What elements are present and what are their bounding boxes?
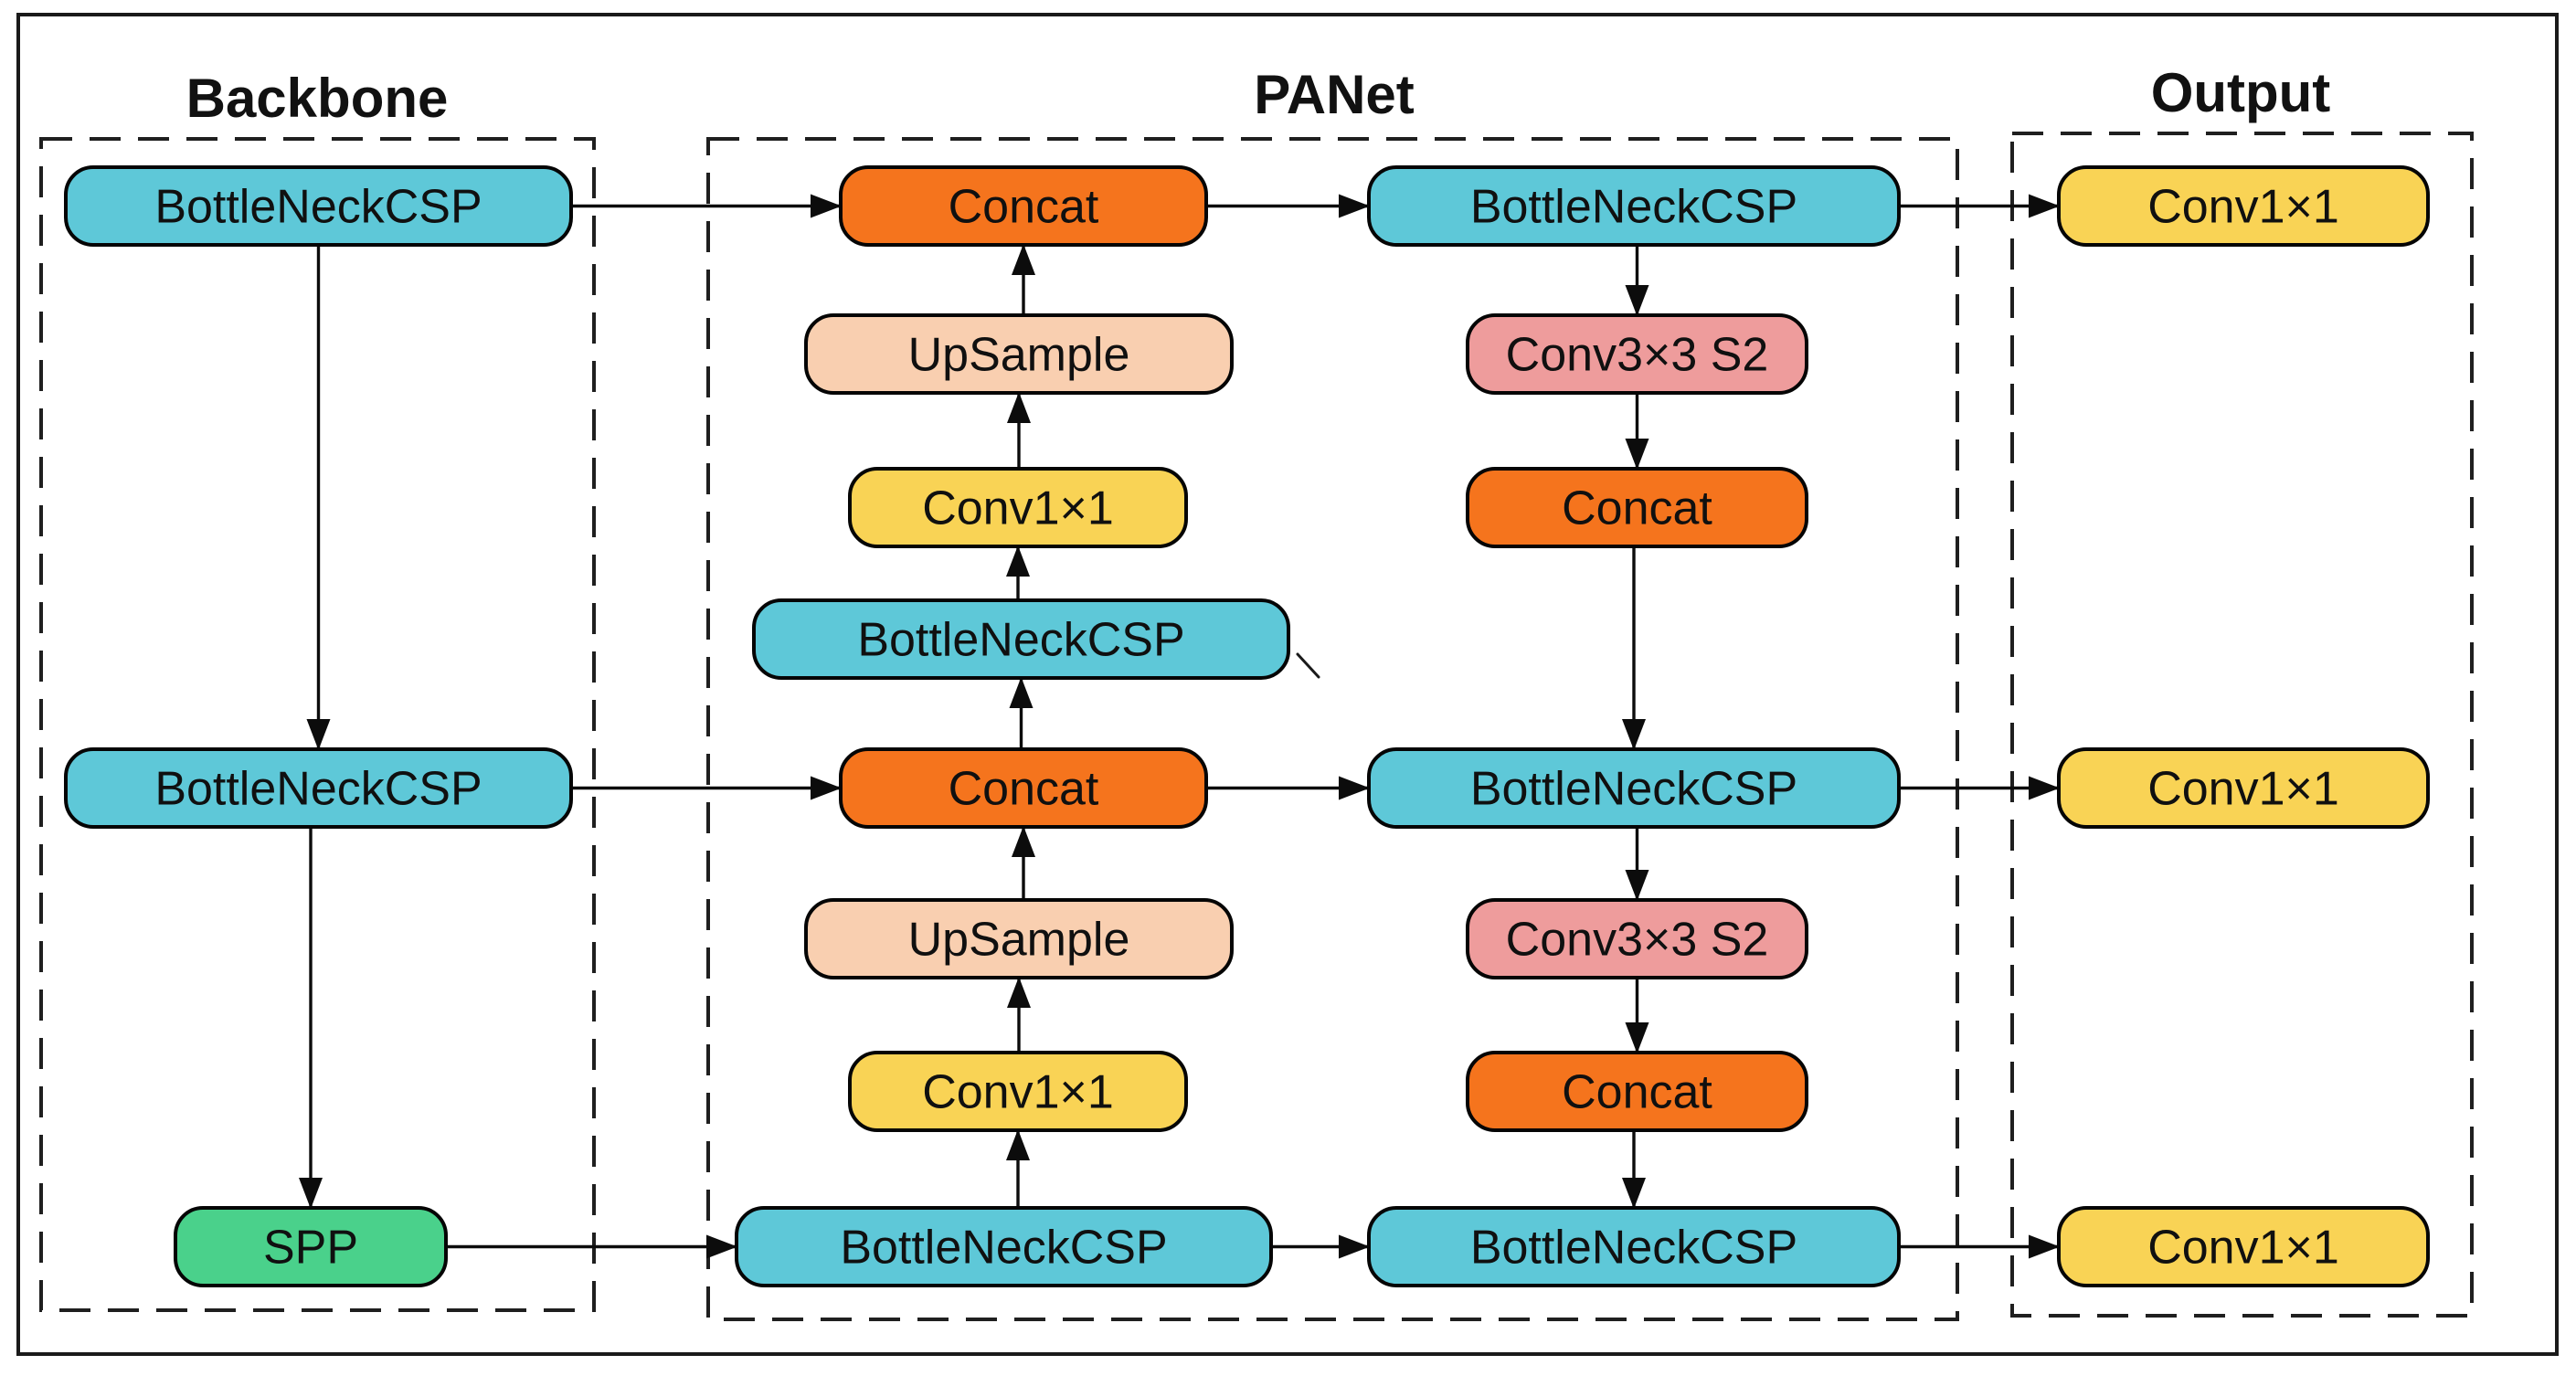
node-label-bb_csp_top: BottleNeckCSP	[154, 181, 482, 234]
node-spp: SPP	[174, 1206, 448, 1287]
node-concat_top: Concat	[839, 165, 1208, 247]
node-shape-csp_mid_left	[752, 598, 1290, 680]
node-shape-csp_right_bot	[1367, 1206, 1901, 1287]
node-shape-csp_bottom_mid	[735, 1206, 1273, 1287]
node-csp_right_top: BottleNeckCSP	[1367, 165, 1901, 247]
node-shape-out_conv_top	[2057, 165, 2430, 247]
node-csp_right_mid: BottleNeckCSP	[1367, 747, 1901, 829]
node-label-csp_right_mid: BottleNeckCSP	[1470, 763, 1797, 816]
node-shape-concat_mid	[839, 747, 1208, 829]
node-label-conv3x3_top: Conv3×3 S2	[1506, 329, 1769, 382]
node-out_conv_top: Conv1×1	[2057, 165, 2430, 247]
node-conv1x1_bot: Conv1×1	[848, 1051, 1188, 1132]
section-title-backbone: Backbone	[186, 68, 449, 129]
node-shape-out_conv_mid	[2057, 747, 2430, 829]
node-label-csp_right_bot: BottleNeckCSP	[1470, 1222, 1797, 1275]
section-box-output	[2010, 132, 2474, 1318]
node-label-csp_mid_left: BottleNeckCSP	[857, 614, 1184, 667]
node-label-upsample_top: UpSample	[908, 329, 1130, 382]
node-bb_csp_mid: BottleNeckCSP	[64, 747, 573, 829]
node-shape-out_conv_bot	[2057, 1206, 2430, 1287]
node-label-conv1x1_top: Conv1×1	[922, 482, 1114, 535]
section-box-backbone	[39, 137, 596, 1312]
node-label-concat_right_top: Concat	[1562, 482, 1712, 535]
stray-mark	[1296, 652, 1320, 679]
node-conv3x3_bot: Conv3×3 S2	[1466, 898, 1808, 979]
node-label-concat_right_bot: Concat	[1562, 1066, 1712, 1119]
node-shape-conv1x1_bot	[848, 1051, 1188, 1132]
node-conv1x1_top: Conv1×1	[848, 467, 1188, 548]
node-label-concat_top: Concat	[949, 181, 1099, 234]
node-label-bb_csp_mid: BottleNeckCSP	[154, 763, 482, 816]
node-shape-concat_right_bot	[1466, 1051, 1808, 1132]
node-upsample_top: UpSample	[804, 313, 1234, 395]
node-label-conv3x3_bot: Conv3×3 S2	[1506, 914, 1769, 967]
node-conv3x3_top: Conv3×3 S2	[1466, 313, 1808, 395]
node-label-conv1x1_bot: Conv1×1	[922, 1066, 1114, 1119]
node-shape-concat_right_top	[1466, 467, 1808, 548]
node-label-upsample_bot: UpSample	[908, 914, 1130, 967]
node-label-csp_bottom_mid: BottleNeckCSP	[840, 1222, 1167, 1275]
node-label-csp_right_top: BottleNeckCSP	[1470, 181, 1797, 234]
node-shape-bb_csp_mid	[64, 747, 573, 829]
node-upsample_bot: UpSample	[804, 898, 1234, 979]
node-shape-csp_right_mid	[1367, 747, 1901, 829]
node-label-out_conv_mid: Conv1×1	[2147, 763, 2339, 816]
node-shape-concat_top	[839, 165, 1208, 247]
node-out_conv_mid: Conv1×1	[2057, 747, 2430, 829]
node-csp_bottom_mid: BottleNeckCSP	[735, 1206, 1273, 1287]
node-csp_right_bot: BottleNeckCSP	[1367, 1206, 1901, 1287]
node-shape-conv1x1_top	[848, 467, 1188, 548]
node-out_conv_bot: Conv1×1	[2057, 1206, 2430, 1287]
node-shape-bb_csp_top	[64, 165, 573, 247]
node-label-out_conv_top: Conv1×1	[2147, 181, 2339, 234]
figure-border	[16, 13, 2559, 1356]
node-shape-upsample_top	[804, 313, 1234, 395]
section-box-panet	[706, 137, 1959, 1321]
node-concat_right_top: Concat	[1466, 467, 1808, 548]
node-label-spp: SPP	[263, 1222, 358, 1275]
node-shape-csp_right_top	[1367, 165, 1901, 247]
node-label-out_conv_bot: Conv1×1	[2147, 1222, 2339, 1275]
node-shape-conv3x3_bot	[1466, 898, 1808, 979]
node-shape-conv3x3_top	[1466, 313, 1808, 395]
node-shape-upsample_bot	[804, 898, 1234, 979]
section-title-panet: PANet	[1254, 64, 1415, 125]
section-title-output: Output	[2151, 62, 2331, 123]
node-concat_right_bot: Concat	[1466, 1051, 1808, 1132]
node-label-concat_mid: Concat	[949, 763, 1099, 816]
node-shape-spp	[174, 1206, 448, 1287]
node-bb_csp_top: BottleNeckCSP	[64, 165, 573, 247]
node-concat_mid: Concat	[839, 747, 1208, 829]
node-csp_mid_left: BottleNeckCSP	[752, 598, 1290, 680]
